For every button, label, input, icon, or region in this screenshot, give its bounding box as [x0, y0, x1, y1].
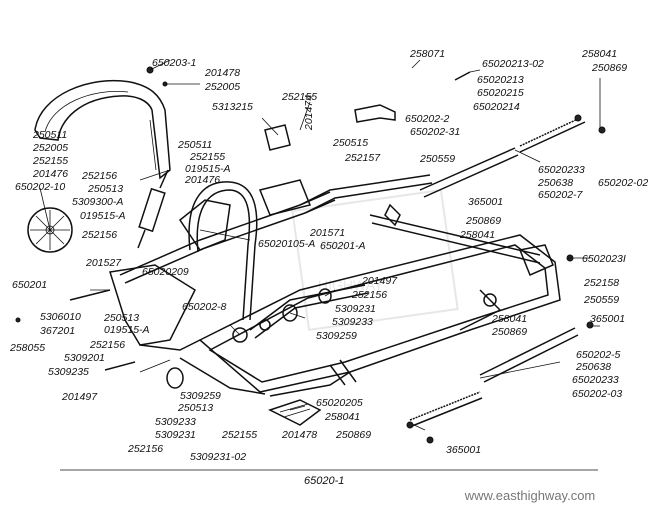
label-65020209: 65020209 [142, 266, 189, 278]
label-252155-low: 252155 [221, 429, 257, 441]
shock-absorber [137, 169, 169, 249]
label-6502023I: 6502023I [582, 253, 626, 265]
label-019515-A-mid: 019515-A [80, 210, 126, 222]
label-65020233-top: 65020233 [538, 164, 585, 176]
label-650201: 650201 [12, 279, 47, 291]
label-5309201: 5309201 [64, 352, 105, 364]
label-201476-left: 201476 [32, 168, 68, 180]
label-250515: 250515 [332, 137, 368, 149]
label-250513-a: 250513 [87, 183, 123, 195]
label-650202-8: 650202-8 [182, 301, 227, 313]
main-frame [109, 174, 561, 397]
label-201497-mid: 201497 [361, 275, 398, 287]
fender [34, 79, 171, 180]
leader-lines [39, 59, 601, 431]
label-201474: 201474 [303, 95, 315, 131]
label-250511-mid: 250511 [177, 139, 212, 151]
label-252156-mid: 252156 [351, 289, 387, 301]
label-201478: 201478 [204, 67, 240, 79]
label-5309231-02: 5309231-02 [190, 451, 246, 463]
label-252156-low: 252156 [127, 443, 163, 455]
label-201478-low: 201478 [281, 429, 317, 441]
label-5309259-low: 5309259 [180, 390, 221, 402]
part-labels: 650203-1 201478 252005 5313215 252155 20… [9, 48, 648, 463]
label-5309231-low: 5309231 [155, 429, 196, 441]
label-258041-top: 258041 [581, 48, 617, 60]
label-250869-top: 250869 [591, 62, 627, 74]
label-365001-a: 365001 [468, 196, 503, 208]
label-650202-10: 650202-10 [15, 181, 65, 193]
label-65020214: 65020214 [473, 101, 520, 113]
label-250869-low: 250869 [335, 429, 371, 441]
label-365001-right: 365001 [590, 313, 625, 325]
label-5309300-A: 5309300-A [72, 196, 123, 208]
label-250559-top: 250559 [419, 153, 455, 165]
label-252156-a: 252156 [81, 170, 117, 182]
label-252155-mid: 252155 [189, 151, 225, 163]
label-65020233-low: 65020233 [572, 374, 619, 386]
label-258041-right: 258041 [491, 313, 527, 325]
label-258071: 258071 [409, 48, 445, 60]
label-250638-low: 250638 [575, 361, 611, 373]
label-252157: 252157 [344, 152, 381, 164]
label-019515-A-top: 019515-A [185, 163, 231, 175]
label-252155: 252155 [281, 91, 317, 103]
label-65020205: 65020205 [316, 397, 363, 409]
website-url: www.easthighway.com [464, 488, 596, 503]
label-201476-mid: 201476 [184, 174, 220, 186]
label-258055: 258055 [9, 342, 45, 354]
label-250511-left: 250511 [32, 129, 67, 141]
label-250513-low: 250513 [177, 402, 213, 414]
label-5309235: 5309235 [48, 366, 89, 378]
label-650202-31: 650202-31 [410, 126, 460, 138]
label-252156-c: 252156 [89, 339, 125, 351]
label-201571: 201571 [309, 227, 345, 239]
label-650202-02: 650202-02 [598, 177, 648, 189]
label-252005-left: 252005 [32, 142, 68, 154]
footer-title: 65020-1 [304, 475, 344, 487]
label-650202-2: 650202-2 [405, 113, 450, 125]
label-250869-mid: 250869 [465, 215, 501, 227]
label-650202-5: 650202-5 [576, 349, 621, 361]
label-5309233-low: 5309233 [155, 416, 196, 428]
label-250869-right: 250869 [491, 326, 527, 338]
label-258041-low: 258041 [324, 411, 360, 423]
watermark-line-1: EAST [320, 237, 357, 253]
label-252155-left: 252155 [32, 155, 68, 167]
label-252156-b: 252156 [81, 229, 117, 241]
label-258041-mid: 258041 [459, 229, 495, 241]
label-250559-right: 250559 [583, 294, 619, 306]
label-650202-03: 650202-03 [572, 388, 622, 400]
label-65020213: 65020213 [477, 74, 524, 86]
label-201497-low: 201497 [61, 391, 98, 403]
label-252005: 252005 [204, 81, 240, 93]
label-367201: 367201 [40, 325, 75, 337]
label-650203-1: 650203-1 [152, 57, 196, 69]
label-5309259-mid: 5309259 [316, 330, 357, 342]
label-5306010: 5306010 [40, 311, 81, 323]
label-5309233-mid: 5309233 [332, 316, 373, 328]
label-250638-top: 250638 [537, 177, 573, 189]
label-365001-low: 365001 [446, 444, 481, 456]
label-65020105-A: 65020105-A [258, 238, 315, 250]
label-5313215: 5313215 [212, 101, 253, 113]
label-65020213-02: 65020213-02 [482, 58, 544, 70]
label-650201-A: 650201-A [320, 240, 366, 252]
watermark: EAST HIGHWAY [291, 189, 459, 331]
label-201527: 201527 [85, 257, 122, 269]
label-65020215: 65020215 [477, 87, 524, 99]
label-650202-7: 650202-7 [538, 189, 584, 201]
label-250513-b: 250513 [103, 312, 139, 324]
label-252158-right: 252158 [583, 277, 619, 289]
label-5309231-mid: 5309231 [335, 303, 376, 315]
label-019515-A-low: 019515-A [104, 324, 150, 336]
